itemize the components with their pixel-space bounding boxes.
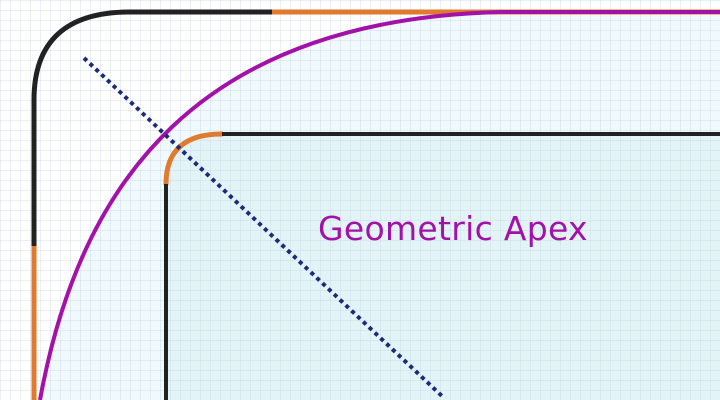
apex-label: Geometric Apex <box>318 209 588 248</box>
outer-corner-arc <box>31 9 275 249</box>
dotted-diagonal-line <box>82 56 446 400</box>
magenta-apex-curve <box>38 10 720 400</box>
